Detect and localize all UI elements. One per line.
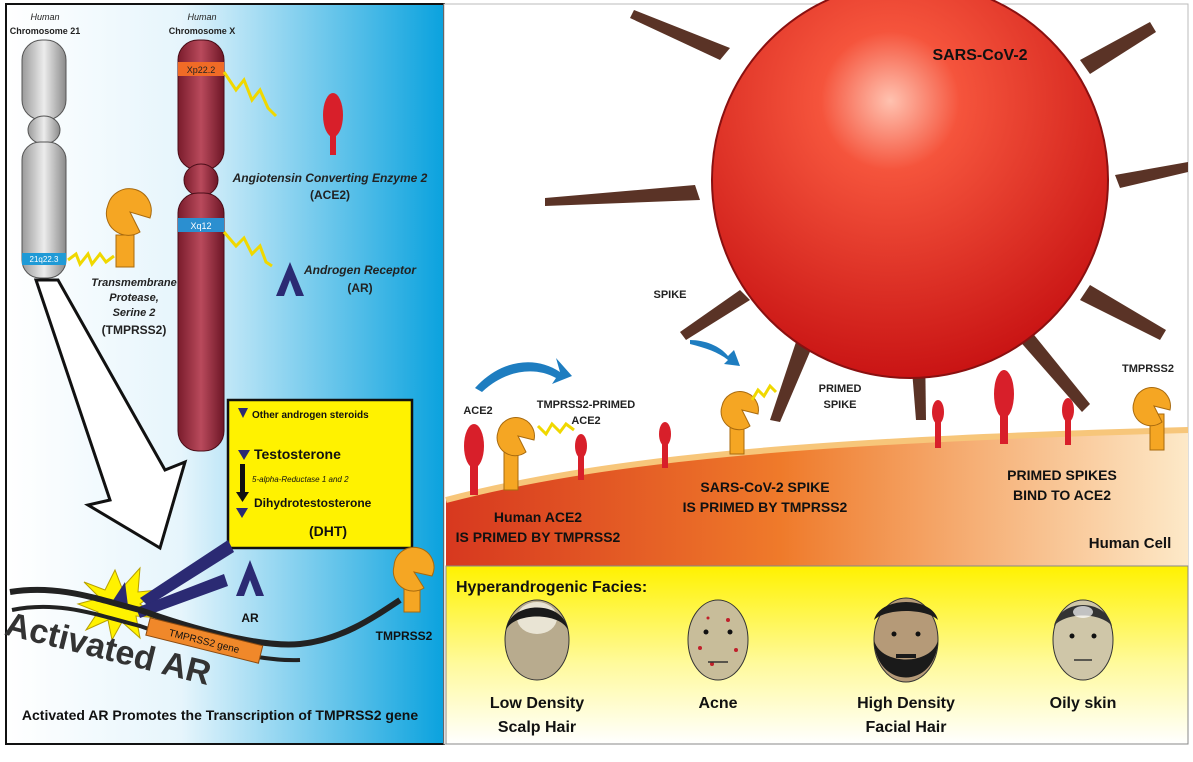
tmprss2-icon [105, 188, 152, 268]
chrx-band-mid-label: Xq12 [190, 221, 211, 231]
tmprss2-primed-label-2: ACE2 [571, 415, 600, 427]
tmprss2-label: TMPRSS2 [376, 629, 433, 643]
tmprss2-primed-label: TMPRSS2-PRIMED [537, 399, 635, 411]
ace2-receptor-icon [323, 93, 343, 155]
zigzag-arrow [536, 421, 575, 437]
zigzag-arrow [222, 231, 273, 268]
facies-label-3: High Density [857, 695, 955, 712]
chrx-band-mid [178, 218, 224, 232]
ar-icon [236, 560, 264, 596]
activated-ar-icon [110, 582, 128, 606]
curved-arrow-icon [475, 358, 572, 392]
tmprss2-right-label: TMPRSS2 [1122, 363, 1174, 375]
hormone-box: Other androgen steroids Testosterone 5-a… [226, 398, 414, 550]
spike-primed-label-2: IS PRIMED BY TMPRSS2 [683, 499, 848, 515]
steroid-icon [238, 408, 248, 418]
ar-icon [276, 262, 304, 296]
ace2-gene-abbr: (ACE2) [310, 188, 350, 202]
ace2-label: ACE2 [463, 405, 492, 417]
ar-gene-name: Androgen Receptor [303, 263, 417, 277]
primed-bind-label: PRIMED SPIKES [1007, 467, 1117, 483]
curved-arrow-icon [690, 340, 740, 366]
primed-spike-label: PRIMED [819, 383, 862, 395]
ace2-gene-name: Angiotensin Converting Enzyme 2 [232, 171, 428, 185]
virus-label: SARS-CoV-2 [932, 47, 1027, 64]
bald-face-icon [504, 599, 570, 681]
chr21-species: Human [30, 12, 59, 22]
chr21-band [22, 253, 66, 265]
facies-label-1: Low Density [490, 695, 584, 712]
chrx-short-arm [177, 39, 225, 171]
ace2-receptors [464, 370, 1074, 495]
facies-label-3b: Facial Hair [866, 719, 947, 736]
ar-label: AR [241, 611, 259, 625]
chromosome-21: Human Chromosome 21 21q22.3 [10, 12, 115, 279]
left-caption: Activated AR Promotes the Transcription … [22, 707, 418, 723]
oily-face-icon [1052, 599, 1114, 681]
chr21-long-arm [21, 141, 67, 279]
dht-abbr: (DHT) [309, 523, 347, 539]
human-ace2-label: Human ACE2 [494, 509, 582, 525]
tmprss2-gene-line3: Serine 2 [113, 307, 156, 319]
chr21-centromere [27, 115, 61, 145]
zigzag-arrow [67, 251, 115, 267]
facies-label-4: Oily skin [1050, 695, 1117, 712]
chrx-centromere [183, 163, 219, 197]
ar-arm [140, 540, 234, 606]
ar-gene-abbr: (AR) [347, 281, 372, 295]
dht-icon [236, 508, 248, 518]
chrx-band-top [178, 62, 224, 76]
big-white-arrow [33, 278, 188, 551]
dna-strand [9, 586, 402, 648]
zigzag-arrow [222, 71, 278, 118]
human-ace2-label-2: IS PRIMED BY TMPRSS2 [456, 529, 621, 545]
facies-label-1b: Scalp Hair [498, 719, 576, 736]
other-androgen-steroids: Other androgen steroids [252, 410, 369, 421]
facies-label-2: Acne [698, 695, 737, 712]
spike-primed-label: SARS-CoV-2 SPIKE [700, 479, 829, 495]
chrx-long-arm [177, 192, 225, 452]
tmprss2-gene-bar [145, 617, 264, 664]
sars-cov-2-virus [711, 0, 1109, 379]
chrx-name: Chromosome X [169, 26, 236, 36]
facies-title: Hyperandrogenic Facies: [456, 579, 647, 596]
tmprss2-icon [392, 546, 435, 613]
human-cell-label: Human Cell [1089, 535, 1172, 552]
enzyme-label: 5-alpha-Reductase 1 and 2 [252, 475, 349, 484]
facies-panel [445, 565, 1189, 745]
primed-bind-label-2: BIND TO ACE2 [1013, 487, 1111, 503]
chr21-band-label: 21q22.3 [30, 255, 59, 264]
primed-spike-label-2: SPIKE [823, 399, 856, 411]
tmprss2-icons [496, 387, 1171, 491]
chrx-band-top-label: Xp22.2 [187, 65, 216, 75]
testosterone-icon [238, 450, 250, 460]
acne-face-icon [687, 599, 749, 681]
zigzag-arrow [750, 383, 778, 401]
spike-label: SPIKE [653, 289, 686, 301]
tmprss2-gene-line2: Protease, [109, 292, 159, 304]
dht-label: Dihydrotestosterone [254, 496, 372, 510]
chrx-species: Human [187, 12, 216, 22]
bearded-face-icon [873, 597, 939, 683]
testosterone-label: Testosterone [254, 446, 341, 462]
conversion-arrow [240, 464, 245, 494]
tmprss2-gene-line1: Transmembrane [91, 277, 176, 289]
chr21-name: Chromosome 21 [10, 26, 81, 36]
chr21-short-arm [21, 39, 67, 121]
tmprss2-gene-abbr: (TMPRSS2) [102, 323, 167, 337]
chromosome-x: Human Chromosome X Xp22.2 Xq12 [169, 12, 278, 452]
ar-arm [136, 574, 228, 618]
